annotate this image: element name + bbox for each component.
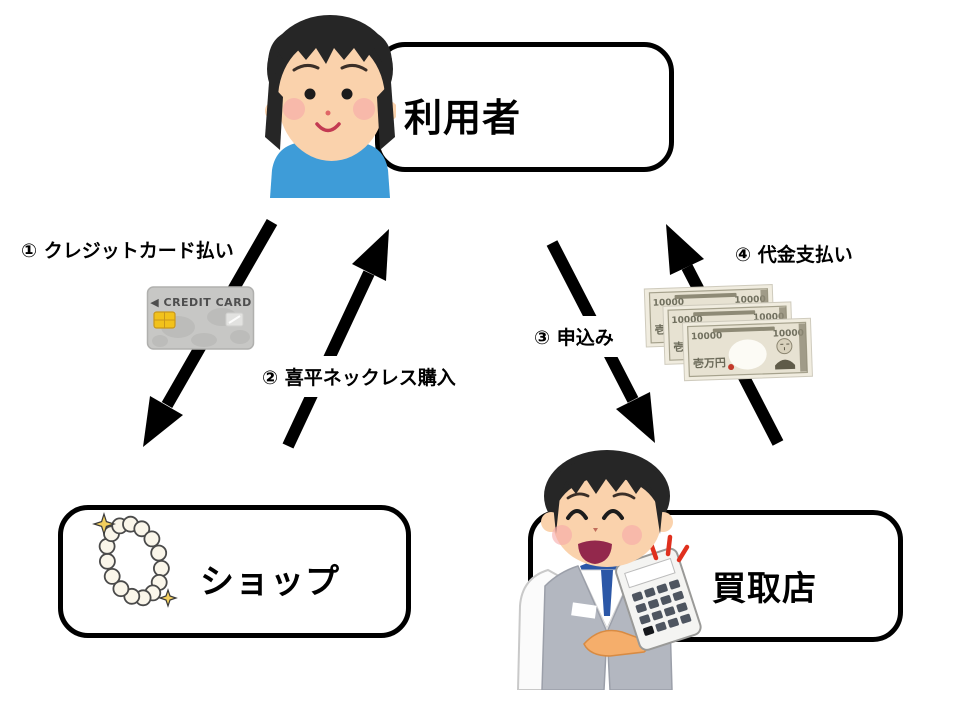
boy-eyebrow	[340, 63, 368, 72]
edge-label-payment: ④ 代金支払い	[735, 244, 853, 266]
boy-bangs	[268, 30, 392, 104]
clerk-happy-eye	[566, 509, 588, 520]
node-buyback-label: 買取店	[712, 569, 817, 609]
svg-text:10000: 10000	[753, 312, 785, 323]
edge-label-application: ③ 申込み	[524, 316, 624, 357]
calculator-icon	[615, 547, 702, 651]
banknote-portrait	[775, 338, 796, 370]
clerk-ear	[653, 512, 673, 532]
boy-blush	[353, 98, 375, 120]
node-user: 利用者	[375, 42, 674, 172]
clerk-bangs	[552, 463, 664, 534]
node-shop: ショップ	[58, 505, 411, 638]
clerk-pocket	[571, 602, 597, 619]
node-shop-label: ショップ	[200, 562, 340, 602]
clerk-eyebrow	[612, 492, 636, 500]
boy-face	[278, 37, 385, 161]
banknotes-icon: 10000 10000 壱万円 10000 10000 壱万円	[643, 284, 813, 382]
necklace-pearls	[98, 515, 170, 607]
svg-text:10000: 10000	[671, 315, 703, 326]
svg-text:10000: 10000	[691, 331, 723, 342]
banknote-front: 10000 10000 壱万円	[681, 317, 813, 382]
sparkle-icon	[158, 588, 178, 608]
svg-text:10000: 10000	[734, 295, 766, 306]
banknote-seal	[728, 364, 735, 371]
clerk-blush	[622, 525, 642, 545]
node-user-label: 利用者	[404, 96, 522, 140]
clerk-eyebrow	[566, 492, 590, 500]
sparkle-icon	[92, 512, 116, 536]
boy-eye	[341, 88, 353, 100]
clerk-illustration	[516, 450, 702, 690]
calculator-keys	[631, 579, 692, 636]
credit-card-brand-text: ◀ CREDIT CARD	[150, 296, 252, 309]
credit-card-hologram-icon	[225, 312, 244, 327]
edge-label-credit-card-payment: ① クレジットカード払い	[21, 240, 234, 262]
clerk-nose	[593, 528, 598, 532]
boy-shirt	[270, 142, 390, 198]
credit-card-chip-icon	[153, 311, 176, 329]
boy-blush	[283, 98, 305, 120]
clerk-vest-left	[541, 565, 608, 690]
boy-side-hair	[265, 82, 283, 150]
clerk-tie	[601, 570, 613, 616]
boy-smile	[315, 122, 341, 133]
svg-text:壱万円: 壱万円	[693, 355, 726, 370]
calculator-display	[624, 557, 676, 589]
boy-side-hair	[377, 82, 395, 150]
user-boy-illustration	[265, 15, 396, 198]
clerk-mouth	[578, 540, 612, 564]
necklace-icon	[92, 512, 178, 608]
boy-eye	[304, 88, 316, 100]
arrow-necklace-purchase	[282, 229, 389, 449]
boy-eyebrow	[292, 63, 320, 72]
edge-label-necklace-purchase: ② 喜平ネックレス購入	[252, 356, 466, 397]
clerk-blush	[552, 525, 572, 545]
boy-nose	[325, 110, 331, 116]
clerk-happy-eye	[602, 509, 624, 520]
credit-card-icon: ◀ CREDIT CARD	[146, 286, 255, 350]
svg-text:10000: 10000	[772, 328, 804, 339]
svg-text:10000: 10000	[653, 298, 685, 309]
